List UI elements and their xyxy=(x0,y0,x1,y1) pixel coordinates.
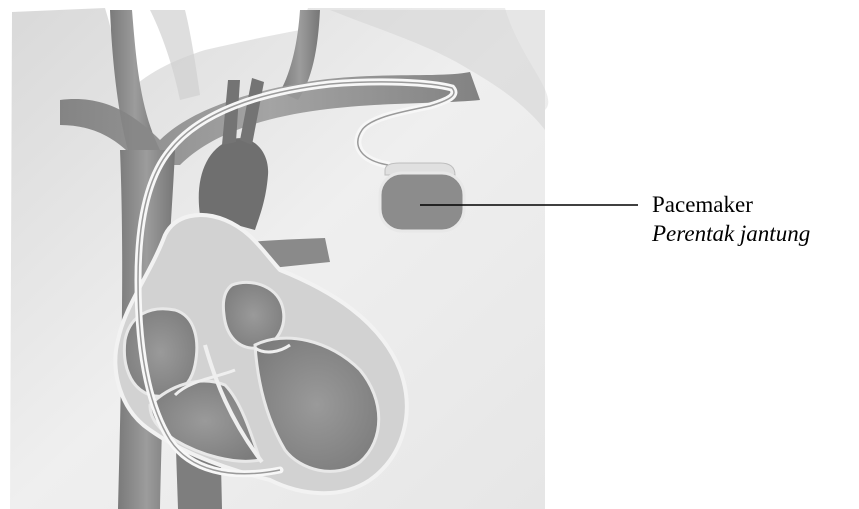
pacemaker-label-english: Pacemaker xyxy=(652,190,810,219)
pacemaker-label-malay: Perentak jantung xyxy=(652,219,810,248)
pacemaker-device xyxy=(380,173,464,231)
pacemaker-label: Pacemaker Perentak jantung xyxy=(652,190,810,248)
